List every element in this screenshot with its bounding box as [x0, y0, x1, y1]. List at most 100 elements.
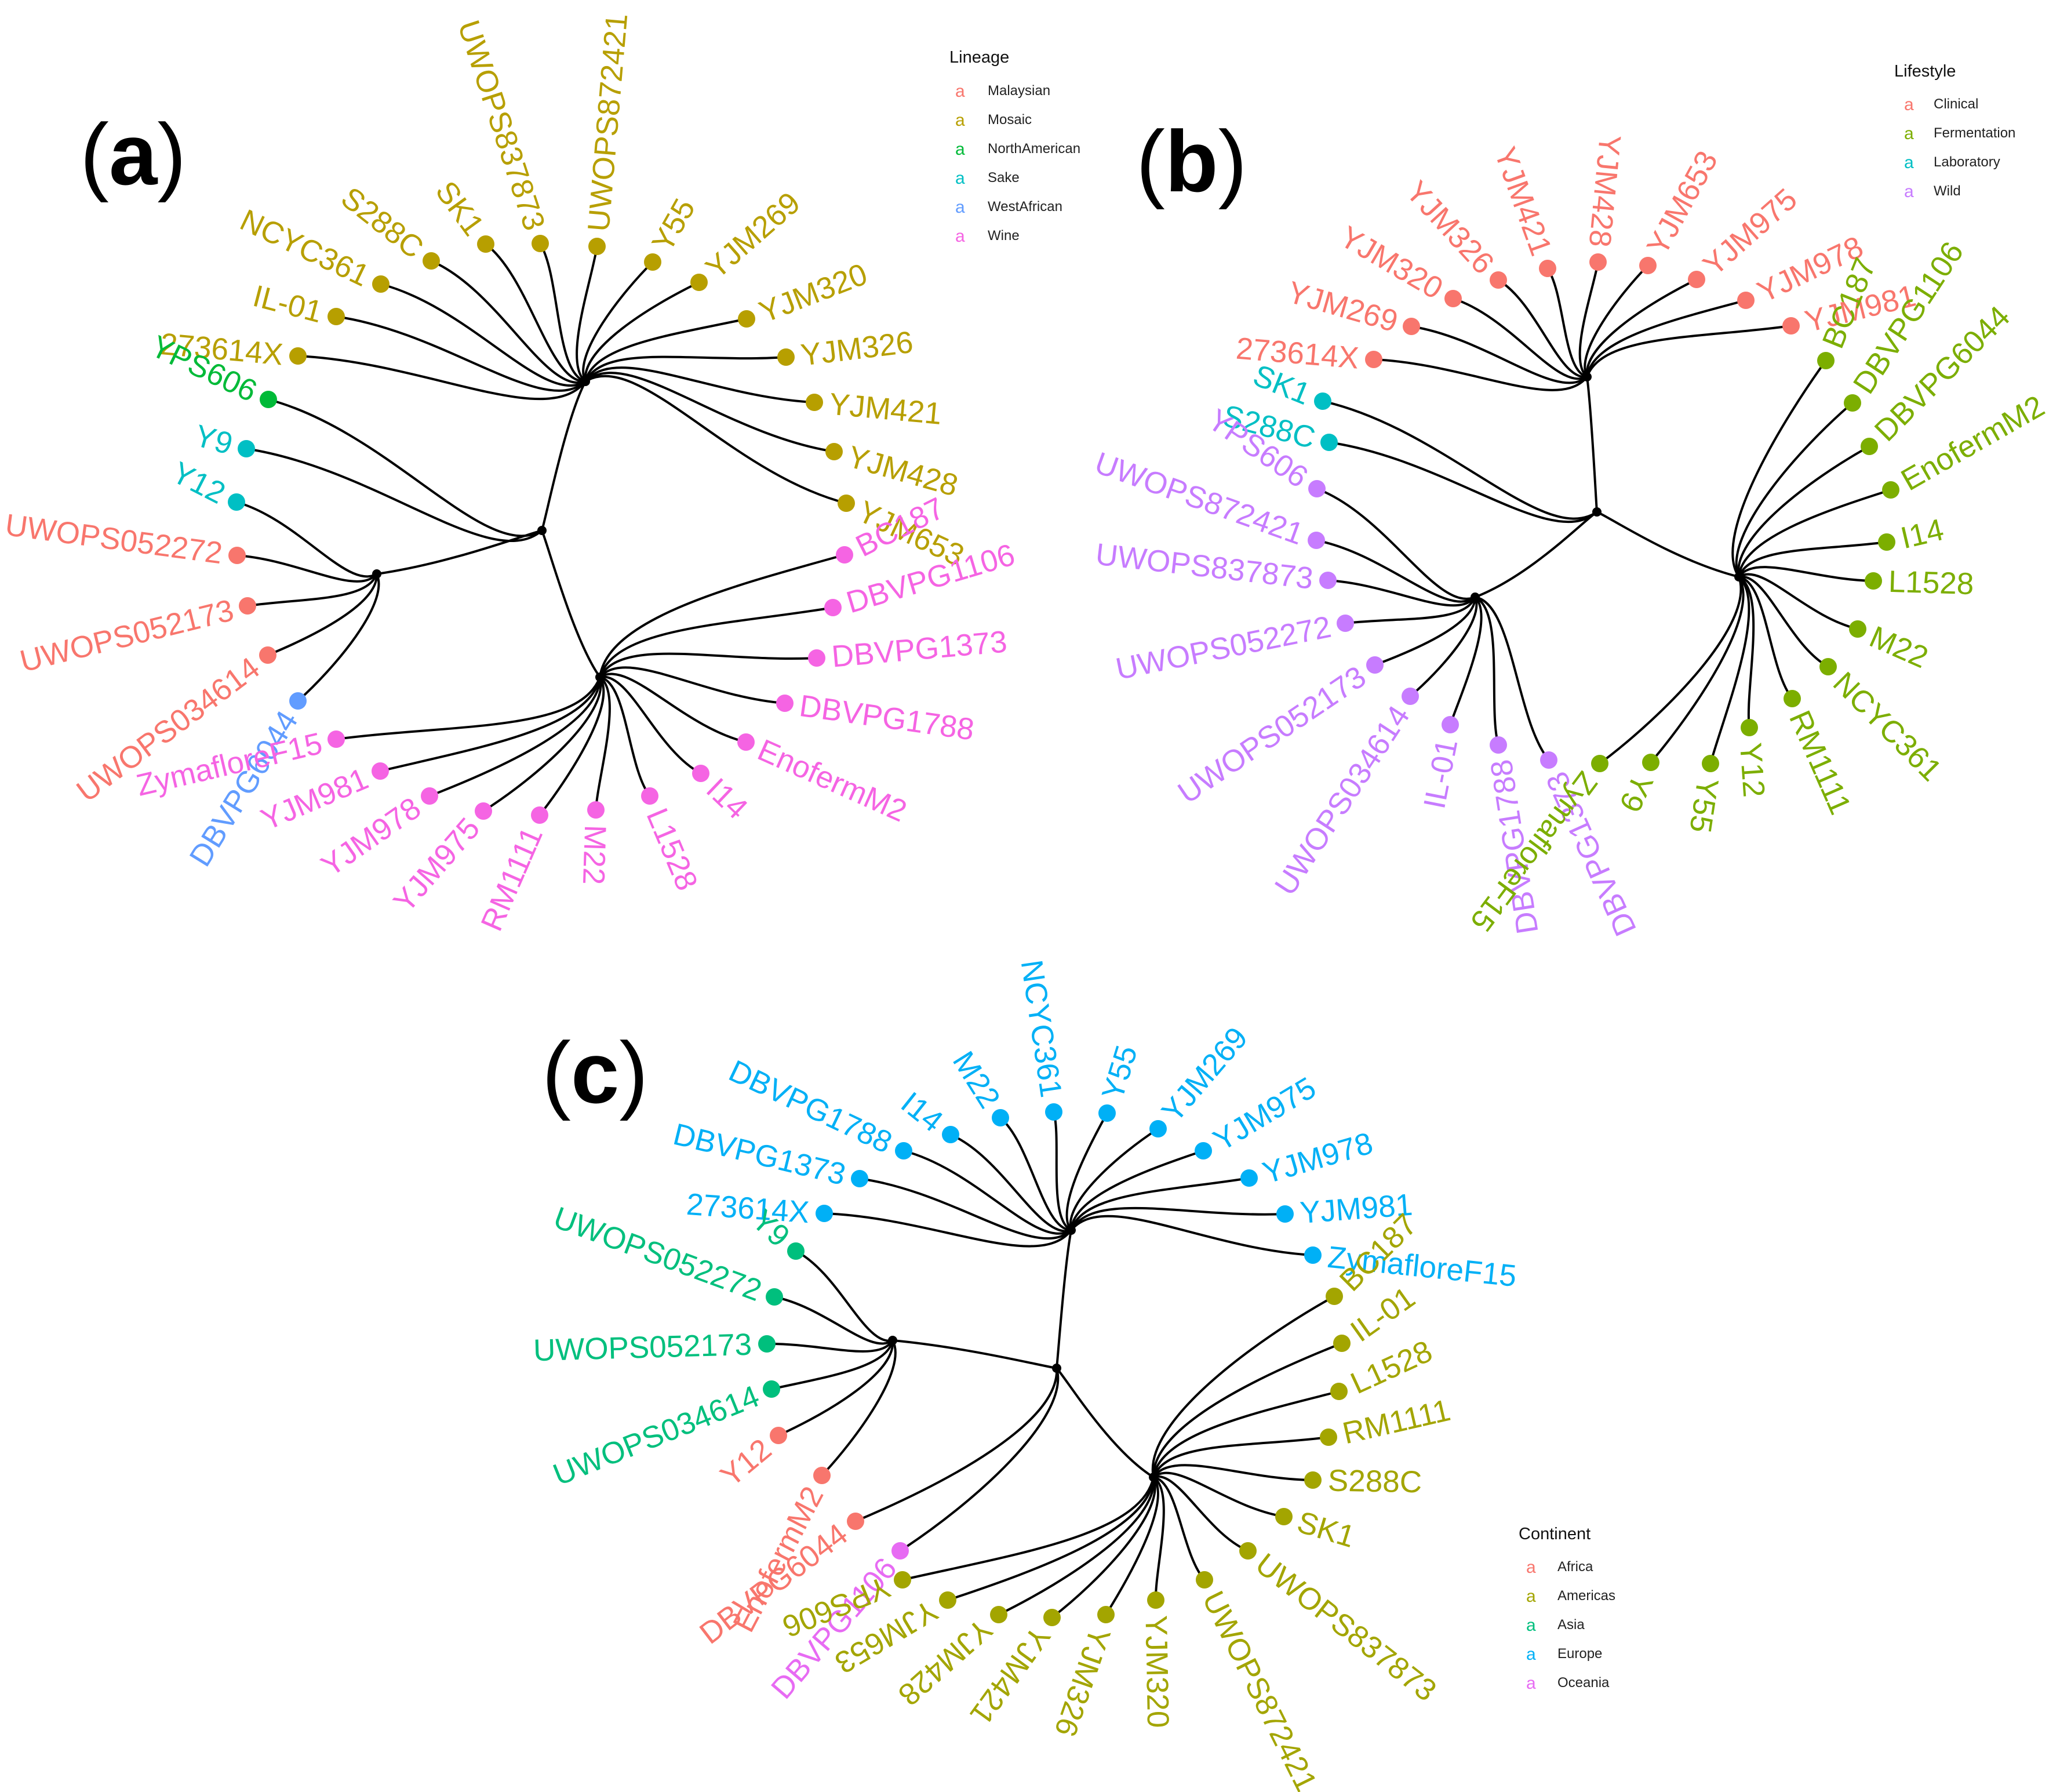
tree-node — [1582, 372, 1592, 381]
tip-point — [239, 597, 256, 615]
tree-branch — [949, 1133, 1072, 1233]
tree-branch — [1065, 1112, 1108, 1231]
tree-branch — [584, 355, 787, 383]
tree-branch — [267, 573, 378, 656]
tree-branch — [584, 318, 748, 383]
tree-branch — [235, 501, 378, 578]
tree-branch — [1056, 1229, 1072, 1369]
legend-item: a Wine — [955, 227, 1020, 246]
legend-label: Fermentation — [1934, 125, 2015, 141]
tree-branch — [335, 676, 601, 740]
tip-point — [421, 787, 438, 805]
tip-point — [1784, 690, 1801, 707]
tree-branch — [1152, 1475, 1249, 1552]
tip-point — [372, 762, 389, 780]
tip-point — [1589, 253, 1607, 271]
tip-point — [641, 787, 658, 805]
tree-branch — [485, 243, 587, 383]
tree-node — [372, 569, 381, 579]
tree-branch — [428, 676, 602, 797]
legend-item: a Fermentation — [1904, 124, 2015, 143]
legend-label: Americas — [1557, 1588, 1615, 1604]
legend-key: a — [955, 111, 965, 130]
tree-branch — [245, 448, 543, 542]
tree-branch — [582, 261, 654, 383]
legend-item: a Wild — [1904, 182, 1961, 201]
tree-branch — [1322, 400, 1598, 520]
tree-branch — [1051, 1476, 1156, 1619]
tree-branch — [858, 1177, 1072, 1240]
tip-point — [1304, 1471, 1322, 1489]
tip-point — [1326, 1288, 1343, 1305]
legend-key: a — [955, 82, 965, 101]
tree-branch — [1056, 1367, 1155, 1478]
panel-letter-c: (c) — [542, 1024, 648, 1121]
legend-label: Laboratory — [1934, 154, 2000, 170]
tree-branch — [380, 283, 587, 387]
tip-point — [1782, 317, 1800, 335]
tree-branch — [1738, 573, 1859, 630]
legend-label: Wine — [988, 228, 1020, 243]
tree-branch — [1070, 1150, 1204, 1231]
tree-branch — [376, 529, 543, 575]
tip-point — [894, 1571, 911, 1589]
tip-point — [588, 238, 606, 255]
tip-point — [1539, 260, 1556, 277]
tree-branch — [770, 1339, 894, 1390]
tip-point — [1741, 719, 1758, 736]
tip-point — [1844, 394, 1861, 412]
tree-branch — [576, 245, 598, 383]
tree-node — [1592, 507, 1602, 517]
tip-point — [758, 1335, 776, 1353]
legend-key: a — [955, 227, 965, 246]
tip-point — [851, 1170, 868, 1187]
tree-branch — [541, 380, 587, 532]
legend-key: a — [955, 169, 965, 188]
tree-branch — [1328, 441, 1598, 524]
tree-branch — [599, 666, 786, 704]
tip-point — [824, 599, 842, 616]
legend-item: a Laboratory — [1904, 153, 2000, 172]
tip-point — [737, 733, 755, 751]
tip-point — [1819, 658, 1837, 675]
tree-branch — [1152, 1471, 1285, 1518]
tip-label: S288C — [1327, 1463, 1422, 1499]
tip-point — [228, 547, 246, 564]
tree-branch — [1449, 596, 1483, 726]
legend-item: a WestAfrican — [955, 198, 1062, 217]
tip-point — [939, 1591, 956, 1609]
legend-item: a Asia — [1526, 1616, 1585, 1635]
tree-branch — [766, 1339, 894, 1353]
tip-point — [1642, 754, 1659, 771]
tree-branch — [538, 676, 605, 816]
tree-branch — [1410, 325, 1588, 384]
tip-point — [1043, 1609, 1061, 1626]
tree-branch — [1152, 1342, 1343, 1478]
tip-point — [587, 801, 605, 819]
legend-key: a — [1526, 1587, 1536, 1606]
legend-label: NorthAmerican — [988, 141, 1080, 157]
tip-point — [327, 308, 345, 325]
tree-branch — [1374, 596, 1477, 666]
tip-point — [1490, 271, 1507, 289]
legend-item: a Oceania — [1526, 1674, 1610, 1693]
tip-point — [1403, 318, 1420, 335]
tree-branch — [1586, 376, 1598, 513]
tree-branch — [1452, 297, 1588, 380]
tip-point — [776, 695, 794, 712]
tree-branch — [1151, 1295, 1335, 1478]
tree-branch — [584, 366, 816, 404]
legend-title: Lineage — [949, 48, 1009, 67]
tree-branch — [1152, 1476, 1206, 1581]
tip-point — [1444, 290, 1462, 307]
tip-label: YJM981 — [1299, 1188, 1414, 1230]
tip-point — [692, 765, 709, 782]
tip-point — [1196, 1571, 1213, 1589]
tree-node — [595, 673, 605, 682]
tip-point — [1308, 480, 1326, 497]
tip-point — [327, 730, 345, 748]
legend-key: a — [1904, 124, 1914, 143]
tree-branch — [901, 1476, 1155, 1581]
